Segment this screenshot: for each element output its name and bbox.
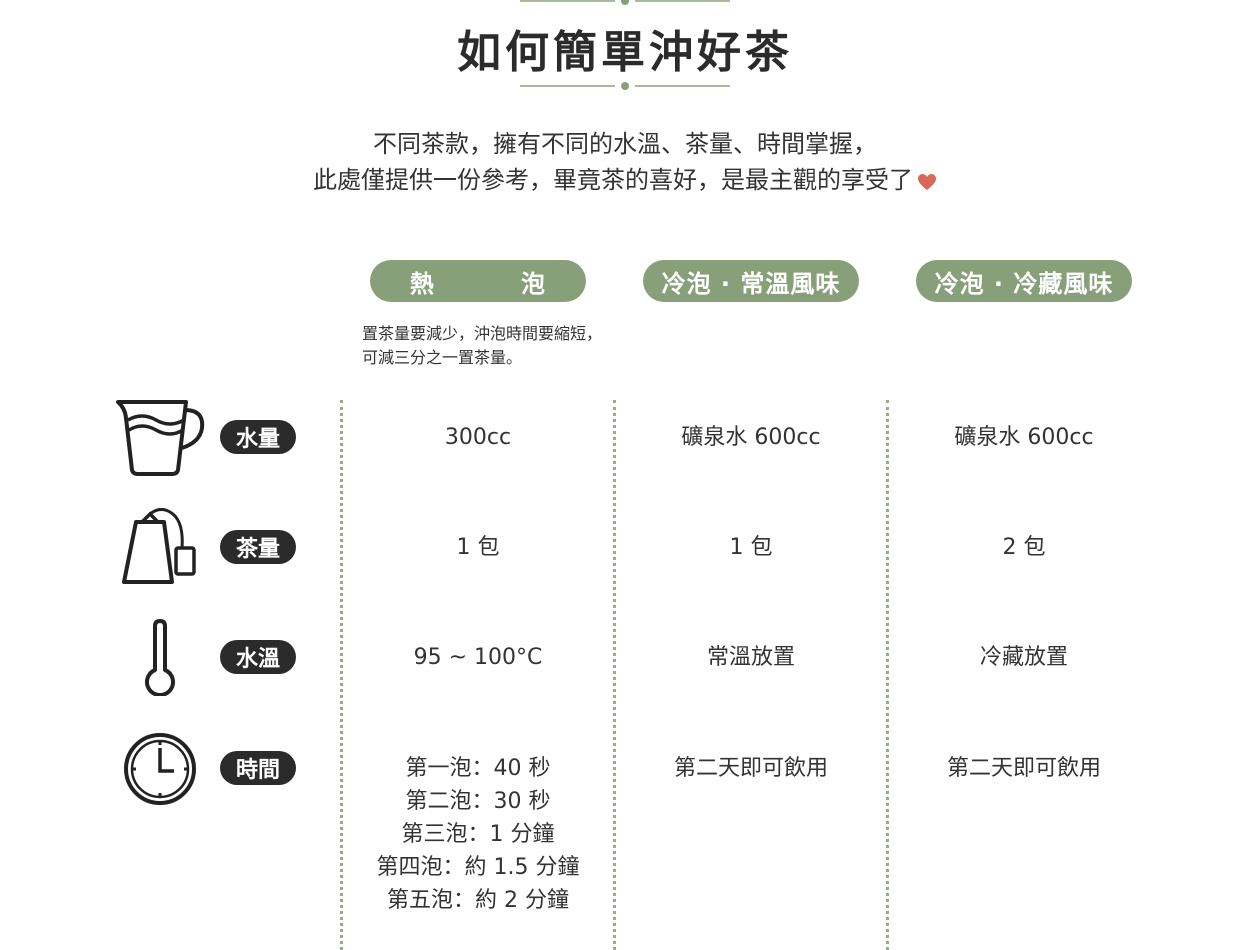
intro-line-2-text: 此處僅提供一份參考，畢竟茶的喜好，是最主觀的享受了 [313, 166, 913, 194]
thermometer-icon [144, 618, 176, 700]
pitcher-icon [112, 396, 208, 482]
hot-time-line: 第二泡：30 秒 [405, 789, 551, 814]
intro-text: 不同茶款，擁有不同的水溫、茶量、時間掌握， 此處僅提供一份參考，畢竟茶的喜好，是… [0, 126, 1250, 201]
column-divider [613, 400, 616, 950]
column-divider [340, 400, 343, 950]
intro-line-1: 不同茶款，擁有不同的水溫、茶量、時間掌握， [373, 130, 877, 158]
hot-brew-note: 置茶量要減少，沖泡時間要縮短，可減三分之一置茶量。 [362, 324, 603, 367]
title-top-ornament [520, 0, 730, 6]
title-bottom-ornament [520, 81, 730, 91]
cell-cold-water-amount: 礦泉水 600cc [954, 425, 1094, 450]
hot-time-line: 第三泡：1 分鐘 [401, 822, 555, 847]
cell-hot-water-temp: 95 ~ 100°C [413, 645, 543, 670]
teabag-icon [120, 507, 200, 590]
cell-cold-time: 第二天即可飲用 [946, 756, 1101, 781]
column-divider [886, 400, 889, 950]
cell-room-time: 第二天即可飲用 [673, 756, 828, 781]
row-label-water-temp: 水溫 [220, 640, 296, 674]
column-header-cold-room: 冷泡 · 常溫風味 [643, 260, 859, 302]
intro-line-2: 此處僅提供一份參考，畢竟茶的喜好，是最主觀的享受了 [0, 162, 1250, 201]
column-header-hot-part1: 熱 [410, 269, 435, 298]
cell-hot-time: 第一泡：40 秒 第二泡：30 秒 第三泡：1 分鐘 第四泡：約 1.5 分鐘 … [363, 752, 593, 917]
row-label-tea-amount: 茶量 [220, 530, 296, 564]
cell-room-tea-amount: 1 包 [729, 535, 773, 560]
cell-cold-tea-amount: 2 包 [1002, 535, 1046, 560]
cell-hot-water-amount: 300cc [444, 425, 512, 450]
clock-icon [122, 731, 198, 811]
hot-time-line: 第四泡：約 1.5 分鐘 [376, 855, 580, 880]
cell-cold-water-temp: 冷藏放置 [979, 645, 1068, 670]
cell-room-water-amount: 礦泉水 600cc [681, 425, 821, 450]
hot-time-line: 第一泡：40 秒 [405, 756, 551, 781]
column-header-cold-fridge: 冷泡 · 冷藏風味 [916, 260, 1132, 302]
cell-room-water-temp: 常溫放置 [706, 645, 795, 670]
column-header-hot: 熱 泡 [370, 260, 586, 302]
hot-time-line: 第五泡：約 2 分鐘 [387, 888, 569, 913]
heart-icon [917, 165, 937, 201]
column-header-hot-part2: 泡 [521, 269, 546, 298]
row-label-time: 時間 [220, 751, 296, 785]
row-label-water-amount: 水量 [220, 420, 296, 454]
cell-hot-tea-amount: 1 包 [456, 535, 500, 560]
page-title: 如何簡單沖好茶 [457, 27, 793, 78]
